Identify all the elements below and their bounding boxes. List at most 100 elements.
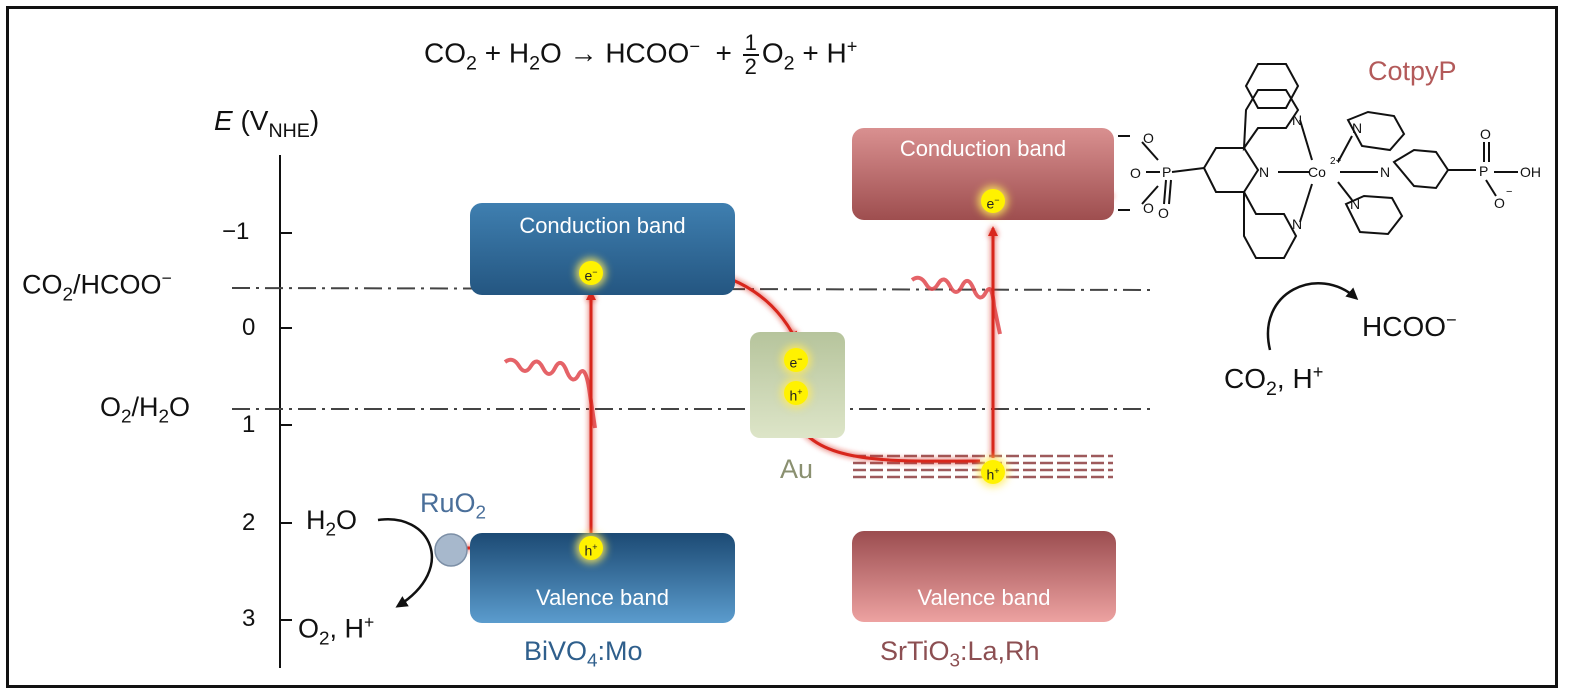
electron-srtio3-cb: e− — [981, 189, 1005, 213]
eq-co: CO — [424, 37, 466, 69]
eq-plus: + — [715, 37, 732, 69]
carrier-symbol: h — [789, 387, 798, 404]
carrier-sign: − — [797, 354, 803, 364]
label-part: CO — [22, 269, 63, 300]
label-sub: 2 — [158, 406, 170, 428]
atom-o: O — [1480, 126, 1491, 142]
au-label: Au — [780, 454, 814, 484]
eq-sub: 2 — [783, 52, 795, 75]
label-part: H — [306, 505, 326, 535]
h2o-reactant-label: H2O — [306, 505, 357, 542]
atom-o: O — [1494, 195, 1505, 211]
label-sup: − — [1446, 310, 1457, 330]
label-part: HCOO — [1362, 311, 1446, 342]
label-sub: 4 — [587, 650, 598, 672]
atom-o: O — [1130, 165, 1141, 181]
carrier-symbol: e — [986, 195, 995, 212]
hole-au: h+ — [784, 381, 808, 405]
eq-sup: + — [846, 36, 858, 57]
label-sub: 2 — [62, 284, 74, 306]
eq-h: H — [826, 37, 847, 69]
atom-o: O — [1143, 200, 1154, 216]
label-part: BiVO — [524, 636, 588, 666]
eq-hcoo: HCOO — [605, 37, 690, 69]
atom-n: N — [1292, 112, 1303, 128]
srtio3-conduction-band-label: Conduction band — [899, 136, 1067, 161]
tick-label-2: 2 — [242, 509, 256, 536]
atom-p: P — [1162, 164, 1172, 180]
tick-label-minus1: −1 — [222, 218, 250, 245]
atom-n: N — [1292, 216, 1303, 232]
hole-bivo4-vb: h+ — [579, 536, 603, 560]
label-sub: 2 — [319, 628, 330, 650]
carrier-symbol: h — [986, 466, 995, 483]
eq-sup: − — [689, 36, 700, 57]
label-part: :La,Rh — [960, 636, 1040, 666]
label-sup: + — [364, 612, 375, 632]
axis-ticks — [280, 232, 292, 621]
label-sup: − — [161, 268, 172, 288]
axis-nhe: NHE — [268, 119, 310, 142]
atom-p: P — [1479, 163, 1489, 179]
label-sub: 3 — [949, 650, 961, 672]
atom-oh: OH — [1520, 164, 1541, 180]
axis-title: E (VNHE) — [214, 105, 319, 143]
label-sub: 2 — [121, 406, 132, 428]
eq-plus: + — [802, 37, 819, 69]
tick-label-1: 1 — [242, 411, 256, 438]
o2-h2o-level-label: O2/H2O — [100, 392, 190, 429]
label-part: CO — [1224, 363, 1266, 394]
ruo2-particle — [434, 533, 468, 567]
bivo4-material-label: BiVO4:Mo — [524, 636, 643, 673]
photon-wave-right — [910, 275, 1002, 335]
atom-co: Co — [1308, 164, 1326, 180]
eq-num: 1 — [742, 30, 759, 56]
eq-o: O — [539, 37, 562, 69]
eq-sub: 2 — [466, 52, 477, 75]
carrier-symbol: h — [584, 542, 593, 559]
carrier-symbol: e — [789, 354, 798, 371]
photon-wave-left — [503, 357, 597, 429]
ruo2-label: RuO2 — [420, 488, 486, 525]
bivo4-conduction-band: Conduction band — [470, 203, 735, 295]
hcoo-product-label: HCOO− — [1362, 310, 1457, 343]
carrier-sign: − — [592, 267, 598, 277]
tick-label-0: 0 — [242, 314, 256, 341]
hole-srtio3-rh: h+ — [981, 460, 1005, 484]
atom-o: O — [1158, 205, 1169, 221]
label-sub: 2 — [475, 502, 487, 524]
label-sub: 2 — [325, 519, 337, 541]
cotpyp-molecule — [1118, 63, 1518, 259]
carrier-symbol: e — [584, 267, 593, 284]
atom-o: O — [1143, 130, 1154, 146]
label-sup: + — [1312, 362, 1324, 382]
atom-n: N — [1350, 196, 1361, 212]
label-sub: 2 — [1266, 377, 1277, 400]
atom-charge: 2+ — [1330, 156, 1342, 167]
axis-e: E — [214, 105, 233, 136]
bivo4-valence-band: Valence band — [470, 533, 735, 623]
o2-h-product-label: O2, H+ — [298, 612, 374, 650]
eq-den: 2 — [744, 54, 757, 79]
atom-n: N — [1380, 164, 1391, 180]
bivo4-conduction-band-label: Conduction band — [519, 213, 686, 238]
axis-close: ) — [309, 105, 320, 136]
carrier-sign: + — [797, 387, 803, 397]
electron-au: e− — [784, 348, 808, 372]
srtio3-material-label: SrTiO3:La,Rh — [880, 636, 1040, 673]
label-part: RuO — [420, 488, 476, 518]
label-part: O — [298, 613, 320, 644]
eq-h: H — [508, 37, 530, 69]
label-part: O — [100, 392, 122, 422]
label-part: O — [336, 505, 358, 535]
label-part: , H — [329, 613, 365, 644]
electron-bivo4-cb: e− — [579, 261, 603, 285]
eq-o2: O — [761, 37, 784, 69]
srtio3-valence-band-label: Valence band — [917, 585, 1051, 610]
co2-hcoo-level-line — [231, 287, 1153, 291]
tick-label-3: 3 — [242, 605, 256, 632]
label-part: /HCOO — [73, 269, 162, 300]
co2-h-reactant-label: CO2, H+ — [1224, 362, 1323, 401]
